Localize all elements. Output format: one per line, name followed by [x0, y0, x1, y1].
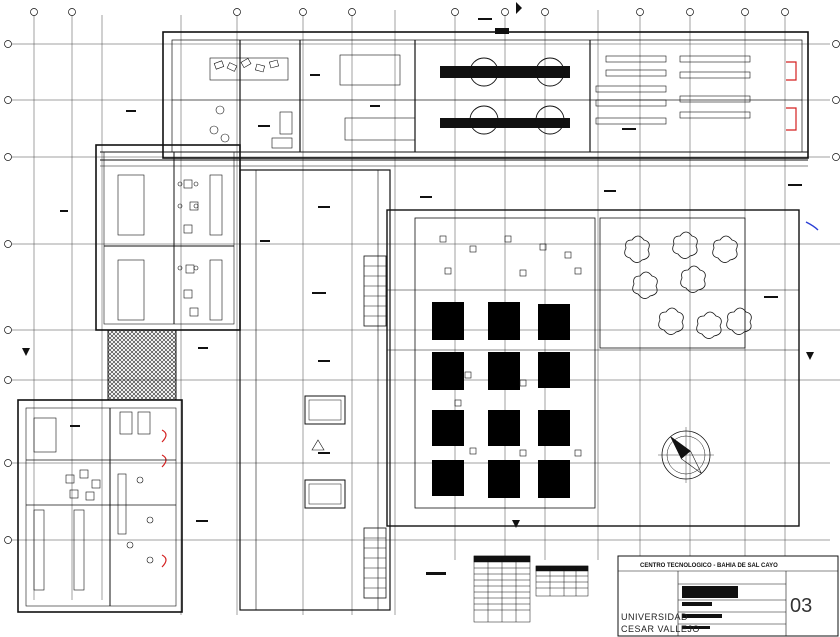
blue-marker — [805, 221, 819, 231]
left-wing-tables — [177, 179, 199, 317]
courtyard — [386, 209, 800, 527]
planters-grid — [432, 302, 570, 498]
annotation-blocks — [60, 18, 802, 575]
lower-left-wing — [17, 399, 183, 613]
red-accents — [161, 61, 797, 568]
lower-left-furniture — [65, 469, 154, 564]
hatched-zone — [107, 329, 177, 401]
grid-axes — [10, 10, 840, 615]
courtyard-benches — [439, 235, 582, 457]
schedule-table-right — [535, 565, 589, 597]
axis-bubbles — [4, 8, 840, 544]
schedule-table-left — [473, 555, 531, 623]
north-arrow-icon — [658, 427, 714, 483]
upper-room-furniture — [209, 54, 751, 149]
tree-symbols — [624, 231, 752, 339]
central-hall — [239, 169, 391, 611]
section-marker-icon — [22, 2, 814, 528]
workshop-equipment — [440, 28, 570, 135]
university-name-line2: CESAR VALLEJO — [621, 624, 700, 634]
title-block: CENTRO TECNOLOGICO - BAHIA DE SAL CAYO U… — [617, 555, 839, 637]
project-title: CENTRO TECNOLOGICO - BAHIA DE SAL CAYO — [640, 563, 778, 569]
sheet-number: 03 — [790, 595, 812, 617]
stair-treads — [364, 265, 386, 589]
university-name-line1: UNIVERSIDAD — [621, 612, 688, 622]
left-wing — [95, 144, 241, 331]
upper-wing — [100, 31, 809, 167]
